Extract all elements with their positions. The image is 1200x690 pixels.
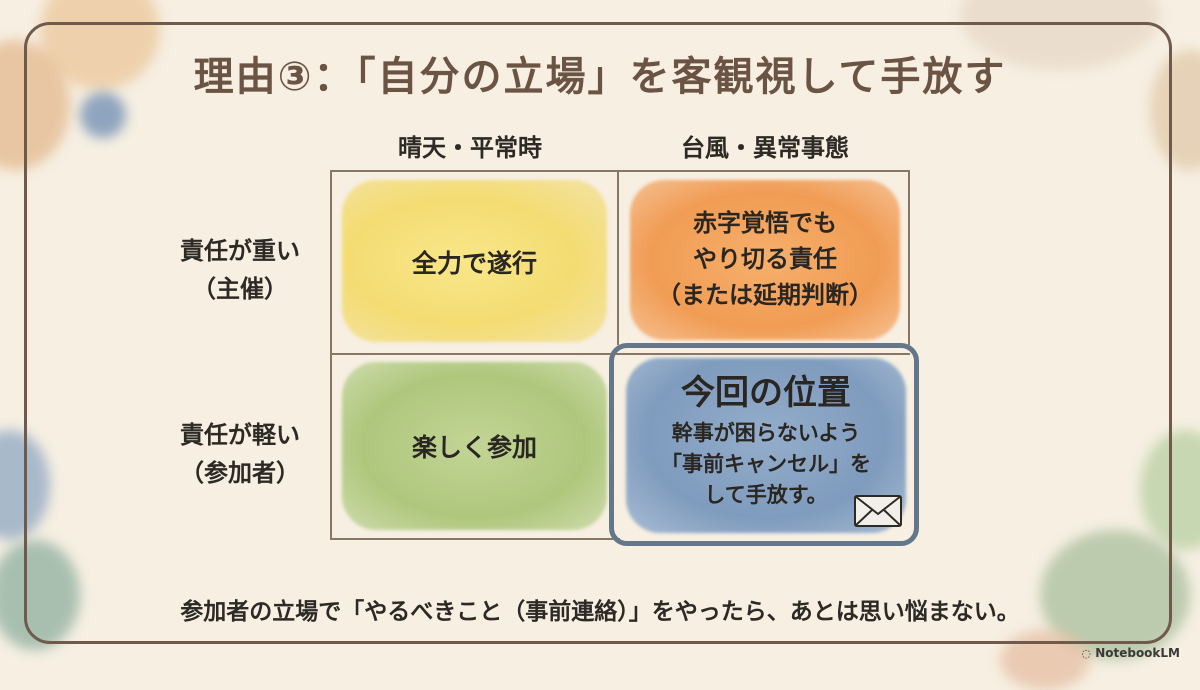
column-header-normal: 晴天・平常時: [398, 134, 542, 162]
cell-heavy-typhoon: 赤字覚悟でも やり切る責任 （または延期判断）: [630, 205, 900, 313]
brand-logo-icon: ◌: [1081, 647, 1091, 660]
row-header-heavy-line2: （主催）: [192, 275, 288, 303]
brand-watermark: ◌ NotebookLM: [1081, 646, 1180, 660]
cell-heavy-typhoon-line1: 赤字覚悟でも: [693, 209, 837, 237]
row-header-light-line1: 責任が軽い: [180, 421, 300, 449]
current-position-line3: して手放す。: [704, 483, 828, 507]
cell-light-normal: 楽しく参加: [411, 433, 537, 462]
cell-heavy-normal: 全力で遂行: [411, 249, 537, 278]
cell-bg-orange: [630, 180, 900, 340]
cell-heavy-typhoon-line3: （または延期判断）: [657, 281, 873, 309]
grid-line-top: [330, 170, 910, 172]
current-position-heading: 今回の位置: [681, 373, 851, 413]
slide-title: 理由③：「自分の立場」を客観視して手放す: [193, 54, 1007, 100]
cell-bg-yellow: [342, 180, 607, 342]
cell-heavy-typhoon-line2: やり切る責任: [693, 245, 837, 273]
brand-name: NotebookLM: [1095, 646, 1180, 660]
cell-bg-green: [342, 362, 607, 530]
envelope-icon: [854, 495, 902, 527]
row-header-heavy-line1: 責任が重い: [180, 237, 300, 265]
grid-line-bottom: [330, 538, 620, 540]
current-position-line2: 「事前キャンセル」を: [661, 452, 871, 476]
current-position-highlight: [609, 343, 919, 546]
column-header-typhoon: 台風・異常事態: [681, 134, 849, 162]
current-position-line1: 幹事が困らないよう: [671, 421, 861, 445]
grid-line-center: [617, 170, 619, 345]
watercolor-blob: [80, 92, 126, 138]
grid-line-left: [330, 170, 332, 540]
row-header-light: 責任が軽い （参加者）: [150, 416, 330, 492]
row-header-light-line2: （参加者）: [180, 459, 300, 487]
slide-frame: [24, 22, 1172, 644]
footer-message: 参加者の立場で「やるべきこと（事前連絡）」をやったら、あとは思い悩まない。: [180, 599, 1020, 625]
cell-light-typhoon: 今回の位置 幹事が困らないよう 「事前キャンセル」を して手放す。: [626, 368, 906, 511]
row-header-heavy: 責任が重い （主催）: [150, 232, 330, 308]
grid-line-right: [908, 170, 910, 345]
